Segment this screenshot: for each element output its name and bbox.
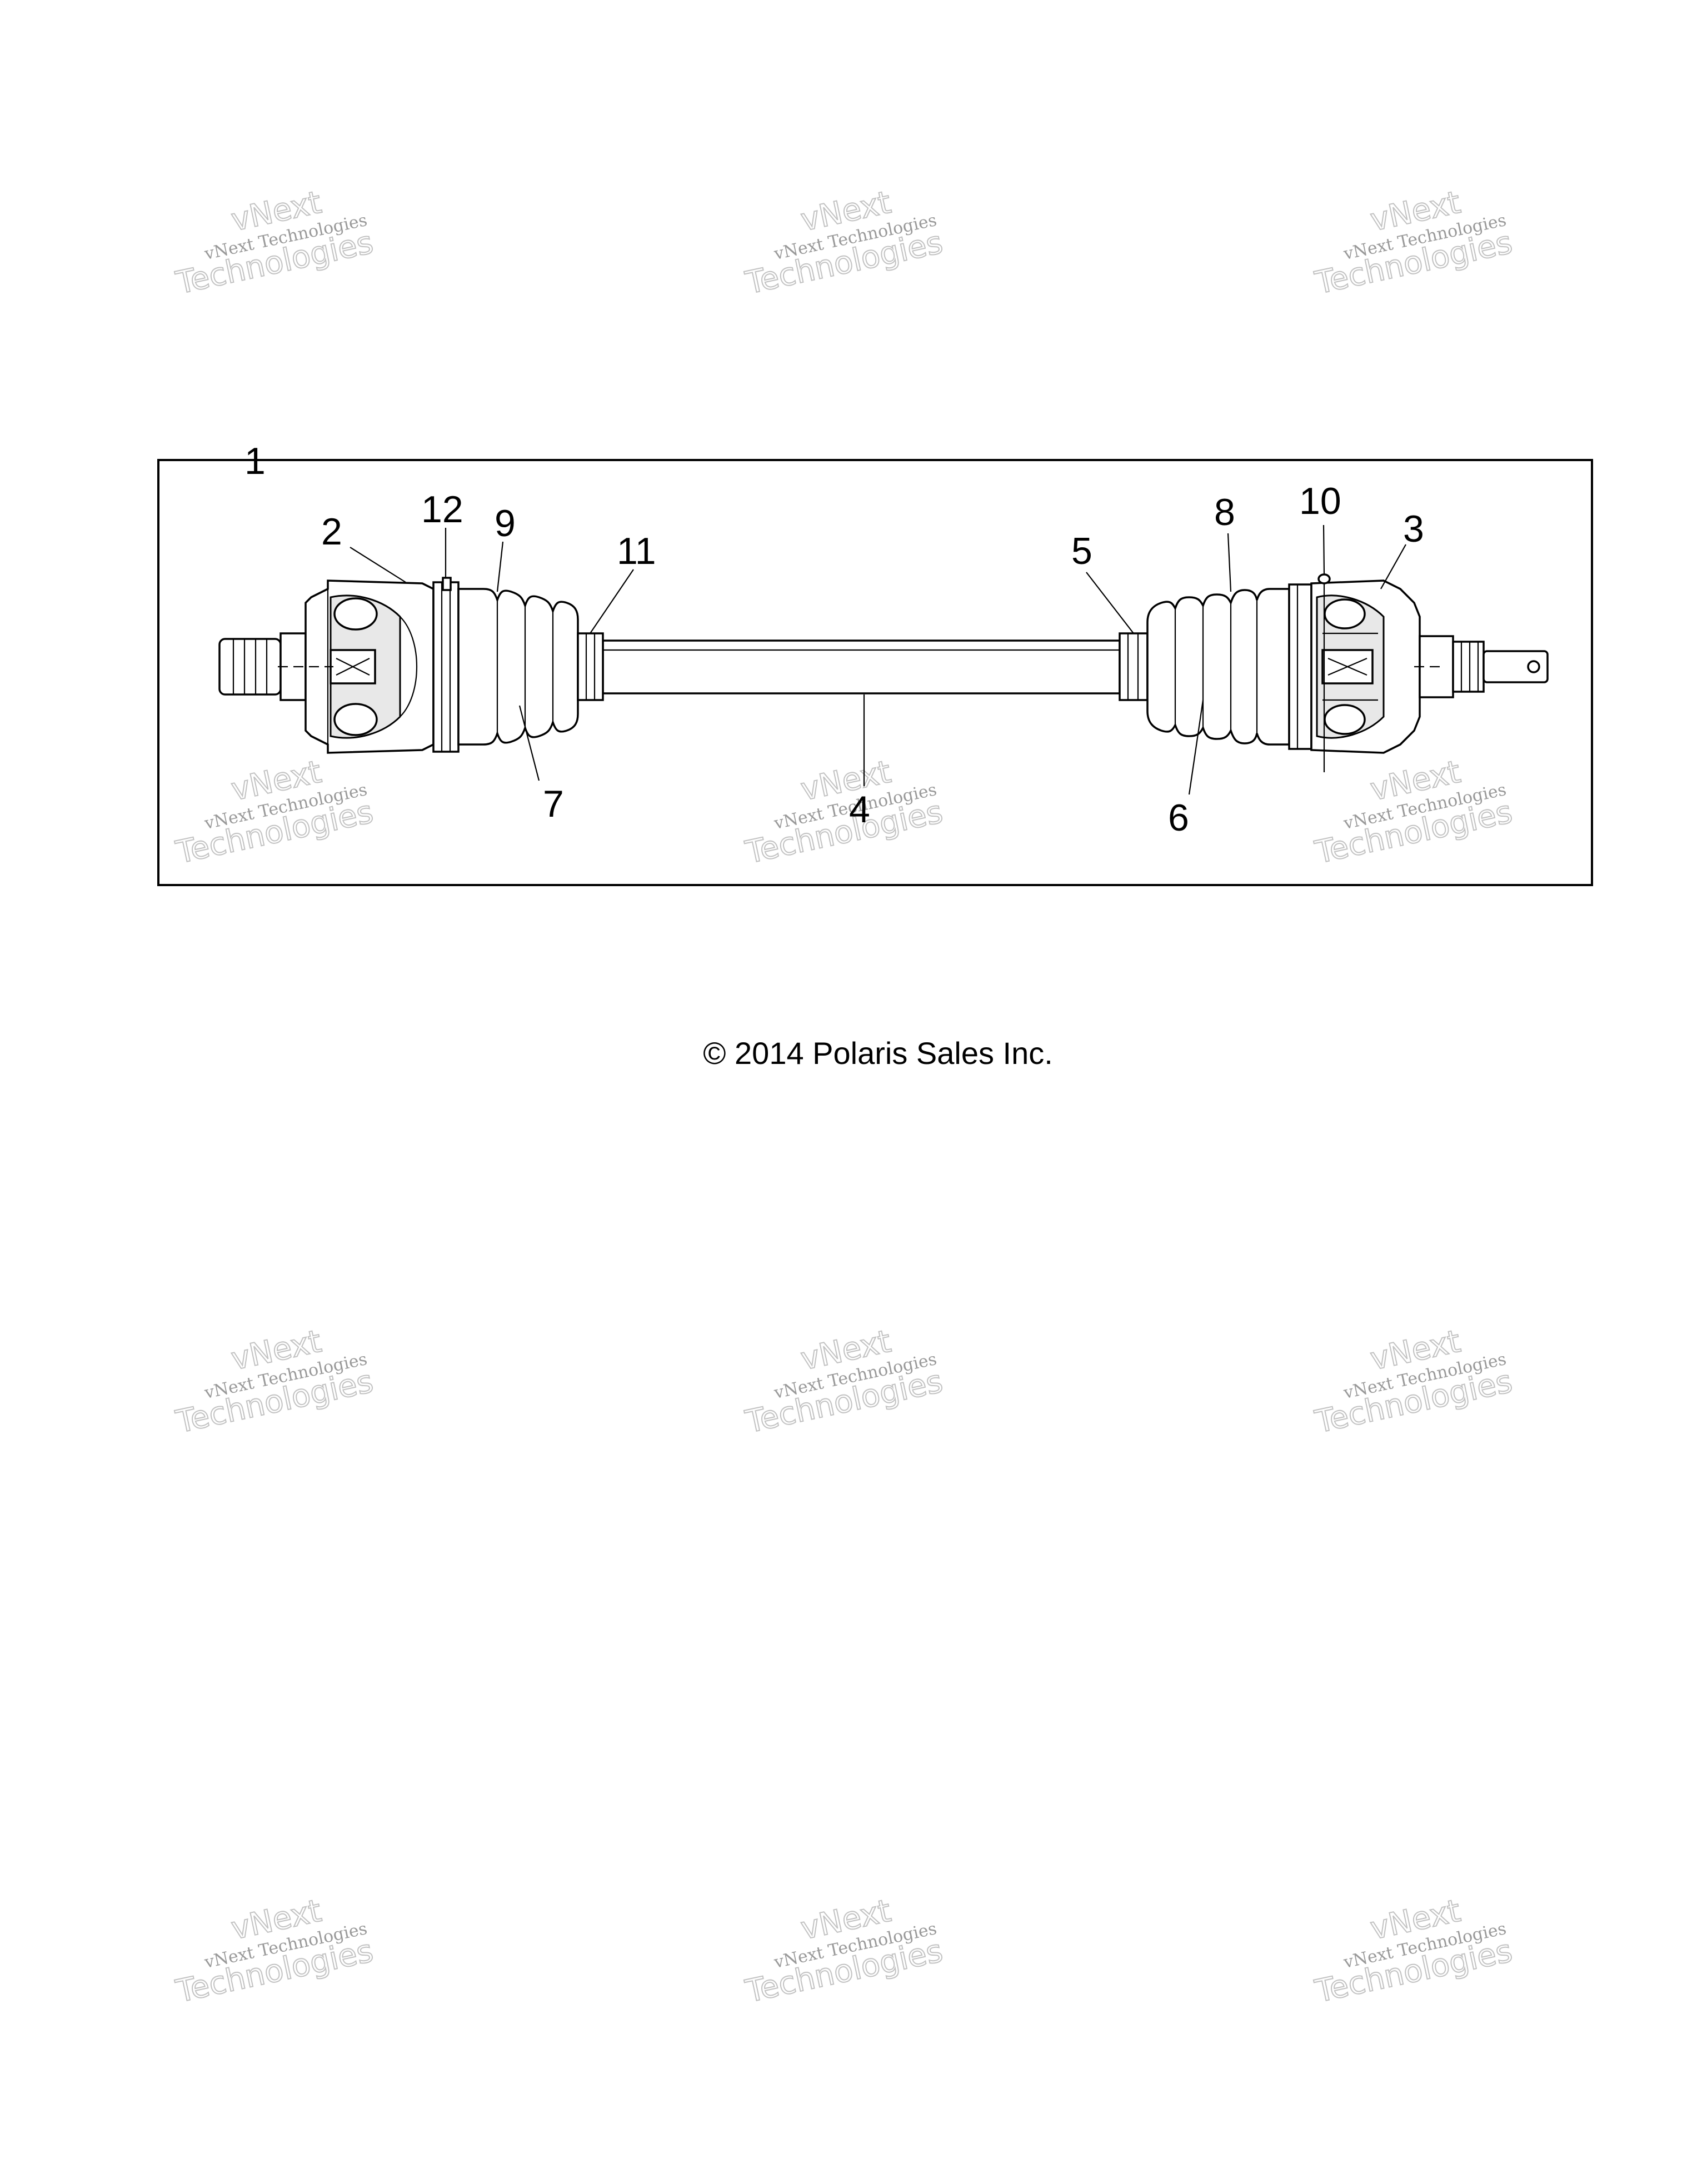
right-stub-shaft (1414, 635, 1549, 698)
copyright-notice: © 2014 Polaris Sales Inc. (703, 1036, 1053, 1071)
callout-11: 11 (617, 530, 656, 572)
watermark: vNext vNext Technologies Technologies (172, 184, 377, 302)
inner-boot (457, 588, 579, 746)
outer-boot-clamp (1288, 583, 1312, 750)
inner-shaft-clamp (577, 632, 604, 701)
callout-3: 3 (1403, 508, 1424, 550)
watermark: vNext vNext Technologies Technologies (742, 1892, 946, 2011)
callout-10: 10 (1299, 480, 1341, 522)
watermark: vNext vNext Technologies Technologies (172, 1323, 377, 1441)
callout-1: 1 (244, 440, 266, 482)
watermarks: vNext vNext Technologies Technologies vN… (172, 184, 1516, 2011)
watermark: vNext vNext Technologies Technologies (742, 184, 946, 302)
left-stub-shaft (218, 632, 307, 701)
watermark: vNext vNext Technologies Technologies (742, 753, 946, 872)
outer-shaft-clamp (1119, 632, 1149, 701)
callout-9: 9 (495, 502, 516, 544)
callout-7: 7 (543, 783, 564, 825)
callout-6: 6 (1168, 797, 1189, 839)
callout-8: 8 (1214, 491, 1235, 533)
watermark: vNext vNext Technologies Technologies (172, 753, 377, 872)
outer-boot (1146, 588, 1290, 746)
watermark: vNext vNext Technologies Technologies (742, 1323, 946, 1441)
callout-2: 2 (321, 511, 342, 553)
watermark: vNext vNext Technologies Technologies (172, 1892, 377, 2011)
outer-cv-joint-housing (1310, 573, 1421, 772)
inner-boot-clamp (432, 577, 460, 753)
callouts: 1 2 3 4 5 6 7 8 9 10 11 12 (244, 440, 1424, 839)
watermark: vNext vNext Technologies Technologies (1311, 1323, 1516, 1441)
callout-12: 12 (421, 488, 463, 531)
watermark: vNext vNext Technologies Technologies (1311, 1892, 1516, 2011)
axle-shaft (602, 639, 1121, 694)
watermark: vNext vNext Technologies Technologies (1311, 753, 1516, 872)
watermark: vNext vNext Technologies Technologies (1311, 184, 1516, 302)
leader-lines (350, 524, 1406, 795)
callout-5: 5 (1071, 530, 1092, 572)
callout-4: 4 (849, 788, 870, 831)
inner-cv-joint-housing (278, 579, 435, 754)
assembly-frame (157, 459, 1593, 886)
